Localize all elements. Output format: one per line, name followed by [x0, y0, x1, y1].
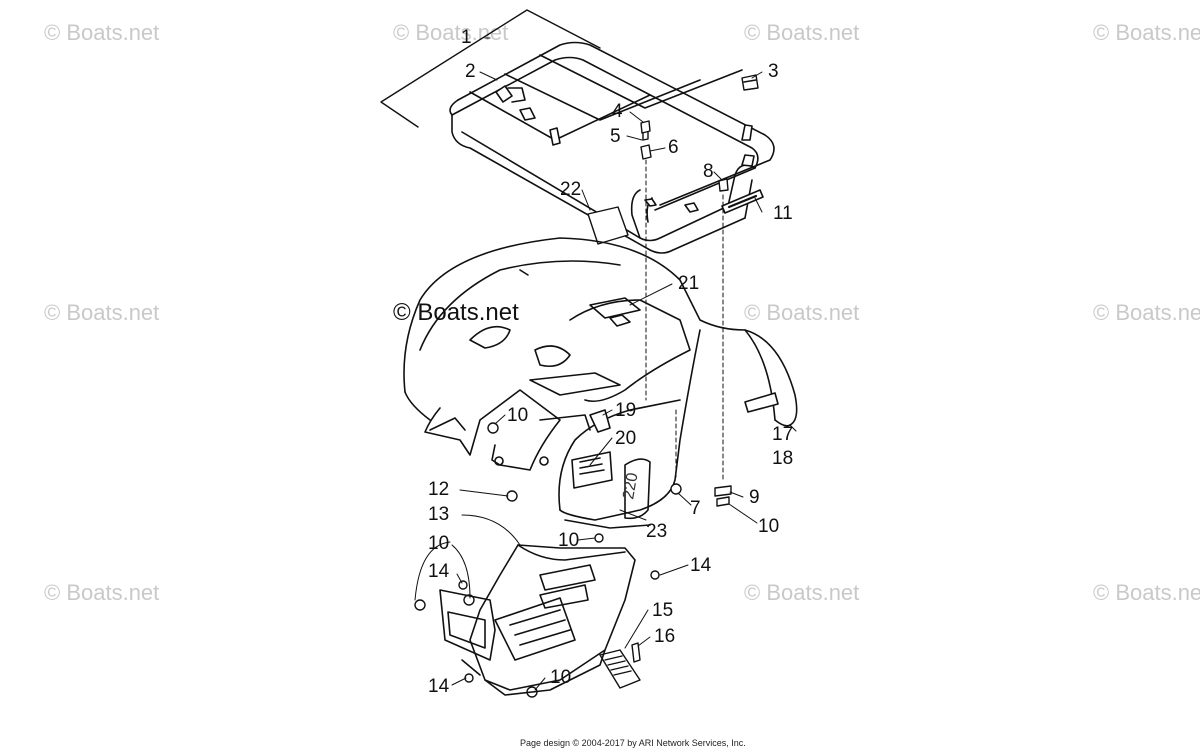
callout-lines [414, 37, 797, 691]
watermark: © Boats.net [744, 580, 860, 605]
callout-20: 20 [615, 428, 637, 449]
watermark: © Boats.net [1093, 580, 1200, 605]
rack-hardware [640, 74, 759, 192]
callout-13: 13 [428, 504, 450, 525]
callout-1: 1 [461, 27, 472, 48]
callout-10-left: 10 [428, 533, 450, 554]
callout-9: 9 [749, 487, 760, 508]
page-footer: Page design © 2004-2017 by ARI Network S… [520, 738, 746, 748]
callout-17: 17 [772, 424, 794, 445]
cargo-rack [449, 41, 775, 254]
watermark: © Boats.net [393, 20, 509, 45]
callout-10-mid: 10 [558, 530, 580, 551]
callout-12: 12 [428, 479, 450, 500]
watermark: © Boats.net [744, 20, 860, 45]
callout-4: 4 [612, 101, 623, 122]
leader-lines [645, 159, 724, 481]
svg-text:220: 220 [620, 471, 641, 500]
watermark: © Boats.net [1093, 300, 1200, 325]
watermark: © Boats.net [44, 300, 160, 325]
callout-23: 23 [646, 521, 668, 542]
callout-10-bottom: 10 [550, 667, 572, 688]
callout-2: 2 [465, 61, 476, 82]
callout-11: 11 [773, 203, 793, 224]
watermark: © Boats.net [1093, 20, 1200, 45]
callout-21: 21 [678, 273, 700, 294]
callout-18: 18 [772, 448, 794, 469]
callout-19: 19 [615, 400, 637, 421]
callout-10-upper: 10 [507, 405, 529, 426]
callout-15: 15 [652, 600, 674, 621]
callout-6: 6 [668, 137, 679, 158]
callout-16: 16 [654, 626, 676, 647]
rear-fender: 220 [403, 237, 798, 529]
callout-5: 5 [610, 126, 621, 147]
callout-3: 3 [768, 61, 779, 82]
callout-14-left: 14 [428, 561, 450, 582]
watermark: © Boats.net [744, 300, 860, 325]
callout-14-bottom: 14 [428, 676, 450, 697]
center-watermark: © Boats.net [393, 299, 519, 326]
callout-22: 22 [560, 179, 582, 200]
decal-22 [587, 206, 629, 245]
callout-7: 7 [690, 498, 701, 519]
watermark: © Boats.net [44, 20, 160, 45]
watermark: © Boats.net [44, 580, 160, 605]
rack-bracket [380, 9, 601, 128]
footwell [439, 544, 636, 696]
callout-8: 8 [703, 161, 714, 182]
fasteners [414, 422, 732, 698]
step-plate [599, 649, 641, 689]
callout-10-right: 10 [758, 516, 780, 537]
callout-14-right: 14 [690, 555, 712, 576]
